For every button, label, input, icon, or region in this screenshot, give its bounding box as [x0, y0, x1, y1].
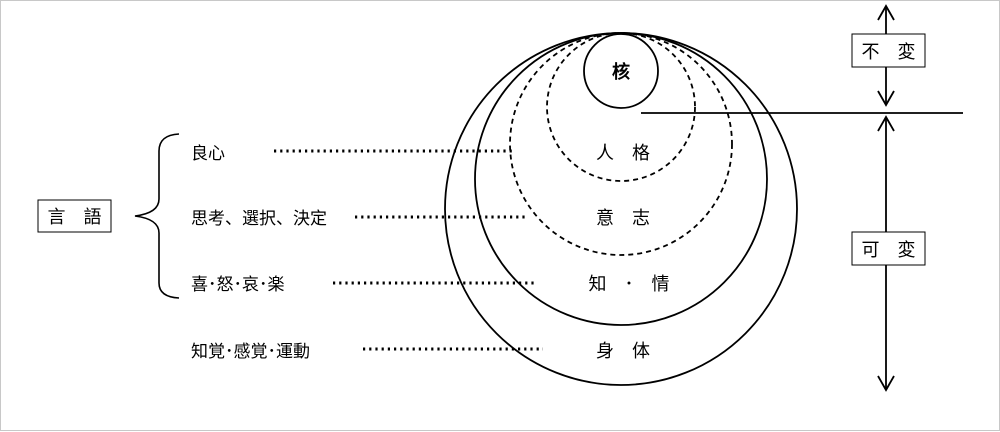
will-label: 意 志: [596, 208, 650, 229]
language-box-label: 言 語: [48, 207, 102, 228]
label-thought: 思考、選択、決定: [191, 209, 327, 229]
label-conscience: 良心: [191, 144, 225, 164]
invariant-label: 不 変: [862, 42, 916, 63]
label-emotion: 喜･怒･哀･楽: [191, 275, 285, 295]
label-perception: 知覚･感覚･運動: [191, 342, 310, 362]
circle-personality: [546, 32, 696, 182]
leader-lines: [274, 149, 543, 351]
circle-core: [583, 33, 659, 109]
variable-box: [851, 231, 926, 266]
circle-will: [509, 32, 733, 256]
body-label: 身 体: [596, 341, 650, 362]
variable-label: 可 変: [862, 240, 916, 261]
feeling-label: 知 ･ 情: [589, 274, 670, 295]
language-box: [37, 199, 112, 233]
invariant-box: [851, 33, 926, 68]
core-label: 核: [612, 61, 630, 83]
curly-brace: [134, 133, 180, 299]
personality-label: 人 格: [596, 143, 650, 164]
